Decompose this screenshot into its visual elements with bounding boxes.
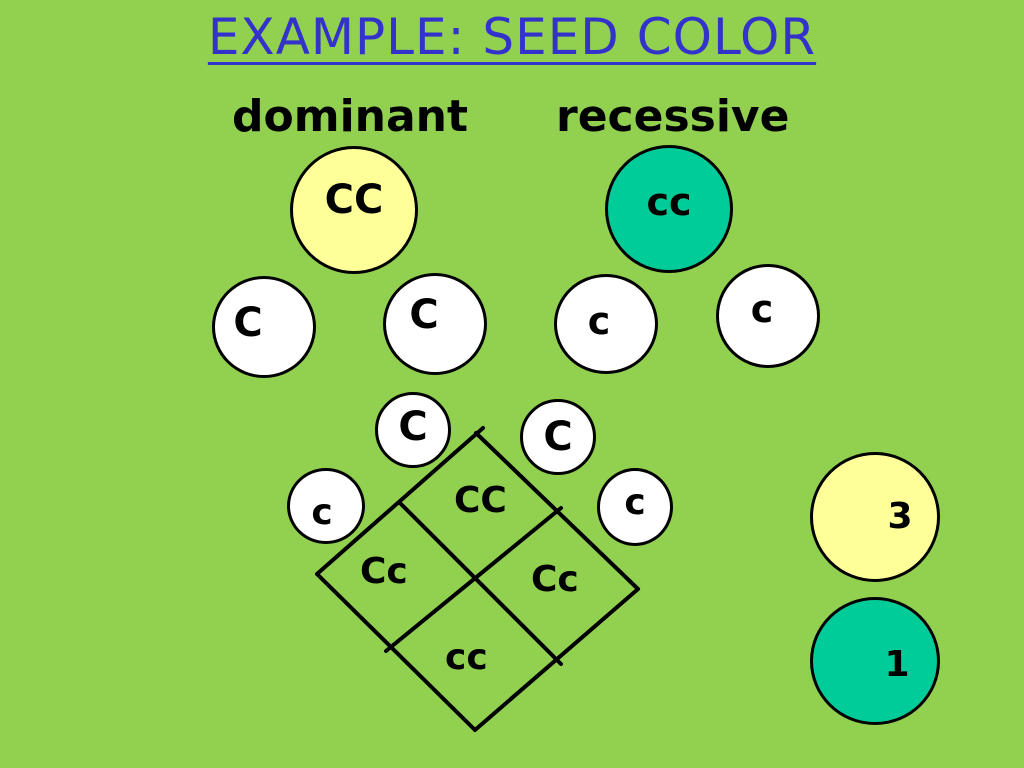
ratio-dominant-count: 3: [887, 496, 913, 537]
title-text: EXAMPLE: SEED COLOR: [207, 8, 817, 66]
grid-line-outer-bottom: [315, 572, 477, 732]
recessive-allele-2: c: [716, 264, 820, 368]
dominant-genotype-circle: CC: [290, 146, 418, 274]
punnett-grid-lines: [315, 426, 640, 732]
dominant-allele-2: C: [383, 273, 487, 375]
recessive-allele-1: c: [554, 274, 658, 374]
dominant-allele-2-label: C: [409, 292, 439, 338]
punnett-top-allele-1: C: [375, 392, 451, 468]
recessive-genotype-label: cc: [646, 180, 692, 224]
slide-title: EXAMPLE: SEED COLOR: [0, 8, 1024, 66]
punnett-cell-bottom: cc: [445, 637, 488, 678]
ratio-recessive-circle: 1: [810, 597, 940, 725]
recessive-allele-2-label: c: [750, 287, 774, 331]
punnett-side-allele-1: c: [287, 468, 365, 544]
recessive-genotype-circle: cc: [605, 145, 733, 273]
dominant-allele-1: C: [212, 276, 316, 378]
punnett-cell-left: Cc: [360, 551, 408, 592]
punnett-cell-top: CC: [454, 480, 507, 521]
punnett-top-allele-1-label: C: [398, 404, 428, 450]
dominant-genotype-label: CC: [324, 177, 384, 223]
recessive-allele-1-label: c: [587, 299, 611, 343]
punnett-side-allele-2: c: [597, 468, 673, 546]
recessive-heading: recessive: [556, 91, 790, 142]
ratio-dominant-circle: 3: [810, 452, 940, 582]
punnett-top-allele-2-label: C: [543, 414, 573, 460]
punnett-top-allele-2: C: [520, 399, 596, 475]
dominant-heading: dominant: [232, 91, 469, 142]
ratio-recessive-count: 1: [884, 644, 910, 685]
grid-line-middle-c: [398, 501, 563, 666]
punnett-side-allele-2-label: c: [624, 482, 646, 523]
punnett-side-allele-1-label: c: [311, 492, 333, 533]
dominant-allele-1-label: C: [233, 300, 263, 346]
punnett-cell-right: Cc: [531, 559, 579, 600]
grid-line-middle-b: [384, 506, 563, 653]
